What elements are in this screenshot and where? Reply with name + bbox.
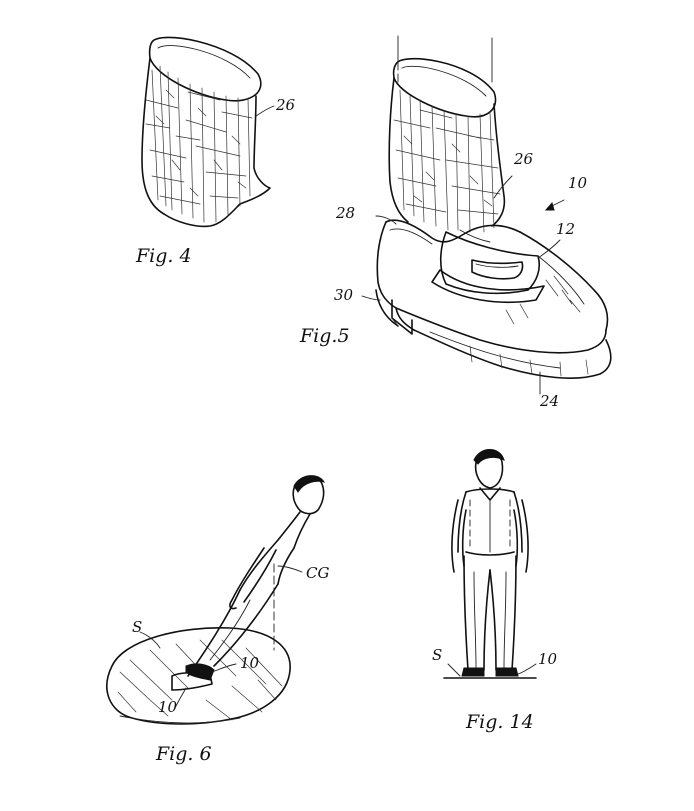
fig5-shoe-drawing bbox=[361, 175, 612, 395]
fig6-ref-shoe-upper: 10 bbox=[240, 654, 260, 672]
fig6-ref-shoe-lower: 10 bbox=[158, 698, 178, 716]
fig6-surface-drawing bbox=[106, 627, 291, 725]
fig14-caption: Fig. 14 bbox=[465, 711, 534, 733]
fig6-ref-center-of-gravity: CG bbox=[306, 564, 329, 582]
fig4-ref-cuff: 26 bbox=[275, 96, 296, 114]
fig5-ref-strap: 12 bbox=[556, 220, 575, 238]
fig5-ref-assembly: 10 bbox=[568, 174, 588, 192]
fig5-ref-heel: 30 bbox=[334, 286, 354, 304]
fig6-person-drawing bbox=[139, 475, 326, 707]
figure-4: 26 Fig. 4 bbox=[135, 36, 296, 267]
fig6-ref-surface: S bbox=[132, 618, 142, 636]
figure-14: S 10 Fig. 14 bbox=[432, 449, 558, 733]
fig5-leg-phantom-lines bbox=[397, 35, 493, 83]
fig6-caption: Fig. 6 bbox=[155, 743, 212, 765]
fig14-ref-surface: S bbox=[432, 646, 442, 664]
fig5-cuff-drawing bbox=[388, 58, 506, 233]
fig5-ref-collar: 28 bbox=[335, 204, 355, 222]
fig5-ref-sole: 24 bbox=[539, 392, 559, 410]
fig5-ref-cuff: 26 bbox=[513, 150, 534, 168]
fig4-caption: Fig. 4 bbox=[135, 245, 192, 267]
fig14-ref-shoe: 10 bbox=[538, 650, 558, 668]
fig14-person-drawing bbox=[443, 449, 537, 679]
figure-6: CG S 10 10 Fig. 6 bbox=[106, 475, 329, 765]
fig4-cuff-drawing bbox=[141, 36, 275, 228]
figure-5: 26 10 12 28 30 24 Fig.5 bbox=[299, 35, 612, 410]
fig5-caption: Fig.5 bbox=[299, 325, 350, 347]
